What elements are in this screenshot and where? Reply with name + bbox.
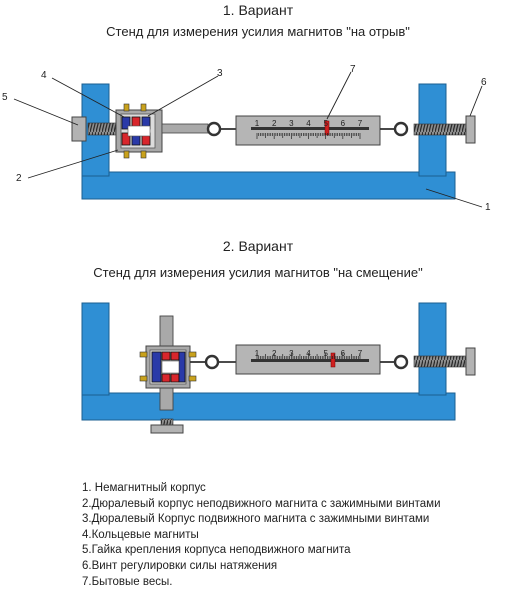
scale-number: 2 bbox=[272, 119, 277, 128]
variant2-title: 2. Вариант bbox=[222, 238, 294, 254]
magnet-assembly bbox=[115, 103, 163, 159]
ring-magnet bbox=[178, 351, 186, 383]
callout-6: 6 bbox=[481, 77, 487, 88]
variant1-title: 1. Вариант bbox=[222, 2, 294, 18]
clamp-screw bbox=[188, 351, 197, 358]
frame-2 bbox=[81, 302, 456, 421]
legend-item-7: 7.Бытовые весы. bbox=[82, 575, 173, 588]
scale-ticks-1 bbox=[256, 133, 361, 139]
variant1-stand: 1 2 3 4 5 6 7 5 4 3 2 7 6 1 bbox=[2, 64, 491, 213]
callout-2: 2 bbox=[16, 173, 22, 184]
hook-ring-right bbox=[393, 121, 409, 137]
ring-magnet bbox=[161, 351, 171, 361]
clamp-screw bbox=[123, 103, 130, 112]
callout-labels-1: 5 4 3 2 7 6 1 bbox=[2, 64, 491, 213]
tension-screw bbox=[413, 123, 467, 136]
clamp-screw bbox=[188, 375, 197, 382]
ring-magnet bbox=[161, 373, 171, 383]
scale-number: 5 bbox=[323, 349, 328, 358]
scale-number: 2 bbox=[272, 349, 277, 358]
callout-4: 4 bbox=[41, 70, 47, 81]
ring-magnet bbox=[170, 373, 180, 383]
callout-5: 5 bbox=[2, 92, 8, 103]
scale-number: 7 bbox=[358, 119, 363, 128]
variant1-subtitle: Стенд для измерения усилия магнитов "на … bbox=[106, 24, 410, 39]
mount-nut-bottom bbox=[150, 424, 184, 434]
scale-numbers-2: 1 2 3 4 5 6 7 bbox=[255, 349, 363, 358]
hook-ring-left bbox=[206, 121, 222, 137]
tension-screw-head-2 bbox=[465, 347, 476, 376]
callout-7: 7 bbox=[350, 64, 356, 75]
legend-list: 1. Немагнитный корпус 2.Дюралевый корпус… bbox=[82, 481, 441, 590]
clamp-screw bbox=[139, 351, 148, 358]
tension-screw-head bbox=[465, 115, 476, 144]
scale-marker bbox=[330, 352, 336, 368]
pull-rod bbox=[161, 123, 209, 134]
variant2-subtitle: Стенд для измерения усилия магнитов "на … bbox=[93, 265, 423, 280]
scale-number: 6 bbox=[341, 349, 346, 358]
scale-numbers-1: 1 2 3 4 5 6 7 bbox=[255, 119, 363, 128]
hook-ring-left-2 bbox=[204, 354, 220, 370]
ring-magnet bbox=[121, 116, 131, 130]
callout-1: 1 bbox=[485, 202, 491, 213]
clamp-screw bbox=[139, 375, 148, 382]
callout-3: 3 bbox=[217, 68, 223, 79]
scale-number: 3 bbox=[289, 349, 294, 358]
hook-ring-right-2 bbox=[393, 354, 409, 370]
scale-ticks-2 bbox=[256, 353, 361, 359]
scale-number: 1 bbox=[255, 349, 260, 358]
callout-lines-1 bbox=[13, 71, 483, 208]
ring-magnet bbox=[151, 351, 162, 383]
clamp-screw bbox=[140, 150, 147, 159]
scale-number: 5 bbox=[323, 119, 328, 128]
mount-nut bbox=[71, 116, 87, 142]
clamp-screw bbox=[140, 103, 147, 112]
spring-scale bbox=[235, 115, 381, 146]
spring-scale-2 bbox=[235, 344, 381, 375]
legend-item-1: 1. Немагнитный корпус bbox=[82, 482, 206, 494]
tension-screw-2 bbox=[413, 355, 467, 368]
scale-number: 6 bbox=[341, 119, 346, 128]
scale-number: 4 bbox=[306, 349, 311, 358]
legend-item-6: 6.Винт регулировки силы натяжения bbox=[82, 559, 278, 572]
scale-number: 4 bbox=[306, 119, 311, 128]
scale-number: 7 bbox=[358, 349, 363, 358]
legend-item-3: 3.Дюралевый Корпус подвижного магнита с … bbox=[82, 513, 430, 526]
legend-item-2: 2.Дюралевый корпус неподвижного магнита … bbox=[82, 497, 441, 510]
scale-number: 3 bbox=[289, 119, 294, 128]
clamp-screw bbox=[123, 150, 130, 159]
threaded-rod-left bbox=[87, 122, 117, 136]
magnet-assembly-2 bbox=[139, 345, 197, 389]
ring-magnet bbox=[170, 351, 180, 361]
legend-item-5: 5.Гайка крепления корпуса неподвижного м… bbox=[82, 544, 351, 557]
ring-magnet bbox=[121, 132, 131, 146]
legend-item-4: 4.Кольцевые магниты bbox=[82, 528, 199, 541]
scale-marker bbox=[324, 120, 330, 136]
variant2-stand: 1 2 3 4 5 6 7 bbox=[81, 302, 476, 434]
scale-number: 1 bbox=[255, 119, 260, 128]
